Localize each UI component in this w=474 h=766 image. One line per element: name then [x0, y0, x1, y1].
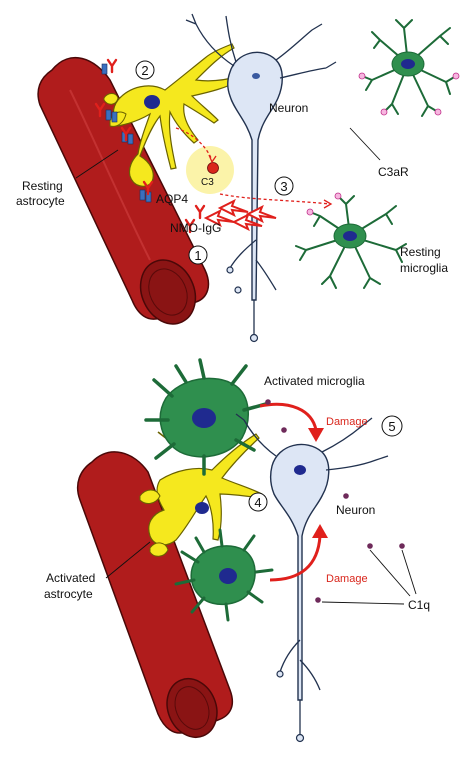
activated-astrocyte-leader [105, 541, 151, 579]
neuron-label-bottom: Neuron [336, 503, 375, 517]
step-3-badge: 3 [274, 176, 294, 196]
step-1-badge: 1 [188, 245, 208, 265]
step-4-badge: 4 [248, 492, 268, 512]
activated-astrocyte [139, 429, 263, 557]
nmo-igg-label: NMO-IgG [170, 221, 221, 235]
svg-text:1: 1 [194, 248, 201, 263]
c1q-molecule-icon [265, 399, 405, 603]
resting-microglia-upper [361, 19, 457, 117]
damage-arrow-bottom [269, 524, 328, 582]
resting-microglia-lower [295, 195, 407, 289]
antibody-icon [94, 58, 206, 234]
damage-label-bottom: Damage [326, 573, 368, 585]
activated-microglia-label: Activated microglia [264, 374, 365, 388]
damage-label-top: Damage [326, 416, 368, 428]
damage-arrow-top [259, 402, 324, 442]
c3-molecule-icon [207, 162, 219, 174]
neuron-top [185, 13, 337, 343]
svg-text:2: 2 [141, 63, 148, 78]
activated-astrocyte-label-1: Activated [46, 571, 95, 585]
step-5-badge: 5 [381, 415, 403, 437]
c1q-label: C1q [408, 598, 430, 612]
c3ar-leader [349, 127, 381, 161]
astrocyte-nucleus [144, 95, 160, 109]
aqp4-label: AQP4 [156, 192, 188, 206]
step-2-badge: 2 [135, 60, 155, 80]
svg-text:4: 4 [254, 495, 261, 510]
resting-microglia-label-1: Resting [400, 245, 441, 259]
activated-microglia-top [144, 358, 268, 476]
c1q-leaders [321, 549, 417, 605]
resting-astrocyte-leader [75, 149, 119, 179]
resting-microglia-label-2: microglia [400, 261, 448, 275]
svg-text:5: 5 [388, 419, 395, 434]
resting-astrocyte-label-2: astrocyte [16, 194, 65, 208]
c3ar-label: C3aR [378, 165, 409, 179]
c3-secretion-arrows [203, 198, 277, 232]
c3-label: C3 [201, 177, 214, 188]
activated-astrocyte-label-2: astrocyte [44, 587, 93, 601]
top-panel: Neuron C3aR Resting astrocyte AQP4 C3 NM… [16, 13, 460, 343]
c3ar-receptor-icon [358, 72, 460, 116]
c3ar-receptor-icon [306, 192, 342, 216]
neuron-label-top: Neuron [269, 101, 308, 115]
bottom-panel: Activated microglia Damage Damage Neuron… [44, 358, 430, 743]
aqp4-channel-icon [101, 63, 152, 203]
blood-vessel-bottom [76, 451, 234, 738]
blood-vessel-top [37, 56, 210, 325]
activated-microglia-bottom [174, 528, 274, 622]
svg-text:3: 3 [280, 179, 287, 194]
resting-astrocyte-label-1: Resting [22, 179, 63, 193]
c3-to-microglia-arrow [219, 193, 331, 205]
